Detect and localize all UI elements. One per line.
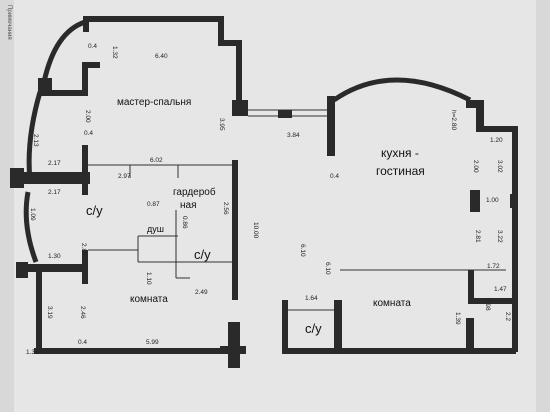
dim-0-4-a: 0.4 [84,130,93,137]
walls [10,16,518,368]
dim-2-81: 2.81 [474,230,481,243]
wall-bath-left-horizontal [10,172,90,184]
dim-1-09: 1.09 [29,208,36,221]
dim-3-95: 3.95 [218,118,225,131]
dim-3-22: 3.22 [496,230,503,243]
dim-2-46: 2.46 [79,306,86,319]
wall-mb-right-top [218,16,224,44]
dim-6-10-a: 6.10 [299,244,306,257]
column-bottom-center-base [220,346,246,354]
wall-mb-right-join [218,40,242,46]
column-mb [232,100,248,116]
dim-h2-80: h=2.80 [450,110,457,130]
column-right [470,190,480,212]
wall-left-room-top [16,264,88,272]
dim-1-32: 1.32 [111,46,118,59]
wall-bottom-left [34,348,234,354]
wall-right-room-left [334,300,342,352]
wall-kitchen-right-stub [476,100,484,130]
wall-arc-top-left [41,19,86,83]
dim-0-86: 0.86 [181,216,188,229]
room-kitchen-line2: гостиная [376,164,425,178]
dim-1-64: 1.64 [305,295,318,302]
wall-bath-left-upper [82,145,88,195]
wall-kitchen-right-top [476,126,516,132]
wall-l-2 [82,62,88,96]
wall-right-room-lower [466,318,474,352]
dim-1-39: 1.39 [454,312,461,325]
dim-3-19: 3.19 [46,306,53,319]
wall-l-3 [38,90,88,96]
dimensions: 0.4 1.32 6.40 2.00 0.4 2.13 3.95 3.84 h=… [26,43,511,356]
room-master-bedroom: мастер-спальня [117,97,191,108]
dim-1-72: 1.72 [487,263,500,270]
dim-1-47: 1.47 [494,286,507,293]
wall-l-1 [82,62,100,68]
column-left-low [16,262,28,278]
dim-2-49: 2.49 [195,289,208,296]
paper-sheet [14,0,536,412]
wall-center-vertical [232,160,238,300]
room-bath-center: с/у [194,247,211,262]
dim-0-4-b: 0.4 [330,173,339,180]
room-right: комната [373,298,411,309]
dim-6-10-b: 6.10 [324,262,331,275]
dim-10-00: 10.00 [252,222,259,239]
dim-3-84: 3.84 [287,132,300,139]
wall-top [85,16,223,22]
column-bottom-center [228,322,240,368]
room-kitchen-line1: кухня - [381,146,419,160]
dim-2-2: 2.2 [504,312,511,321]
wall-left-lower [36,270,42,352]
wall-right-room-inner [468,298,514,304]
wall-kitchen-left [327,96,335,156]
dim-2-13: 2.13 [32,134,39,147]
dim-2-98: 2.98 [484,298,491,311]
column-window [278,110,292,118]
room-wardrobe-line2: ная [180,200,197,211]
wall-right-room-stub [468,270,474,300]
room-left: комната [130,294,168,305]
wall-bottom-right [282,348,516,354]
dim-1-10: 1.10 [145,272,152,285]
wall-arc-left-lower [23,191,39,263]
dim-3-02: 3.02 [496,160,503,173]
dim-6-40: 6.40 [155,53,168,60]
wall-arc-kitchen [332,77,472,103]
wall-right [512,126,518,352]
dim-1-20: 1.20 [490,137,503,144]
dim-1-00: 1.00 [486,197,499,204]
dim-1-30: 1.30 [48,253,61,260]
dim-2-00: 2.00 [84,110,91,123]
column-right-ext [510,194,518,208]
dim-5-99: 5.99 [146,339,159,346]
room-wardrobe-line1: гардероб [173,186,216,198]
side-note: Примечания [6,5,12,40]
room-labels: мастер-спальня кухня - гостиная с/у гард… [86,97,425,336]
wall-arc-left-upper [26,91,43,181]
wall-top-left-stub [83,16,89,32]
dim-6-02: 6.02 [150,157,163,164]
dim-1-33: 1.33 [26,349,39,356]
dim-2-56: 2.56 [222,202,229,215]
dim-2-17-a: 2.17 [48,160,61,167]
column-left-mid [10,168,24,188]
dim-0-4-top: 0.4 [88,43,97,50]
dim-2-00-b: 2.00 [472,160,479,173]
room-shower: душ [147,224,164,234]
room-bath-left: с/у [86,203,103,218]
room-bath-right: с/у [305,321,322,336]
dim-0-87: 0.87 [147,201,160,208]
dim-2-17-b: 2.17 [48,189,61,196]
dim-2-97: 2.97 [118,173,131,180]
dim-2-80: 2.80 [80,243,87,256]
wall-kitchen-top-right [466,100,484,108]
wall-right-bath-left [282,300,288,352]
dim-0-4-c: 0.4 [78,339,87,346]
wall-mb-right [236,45,242,109]
